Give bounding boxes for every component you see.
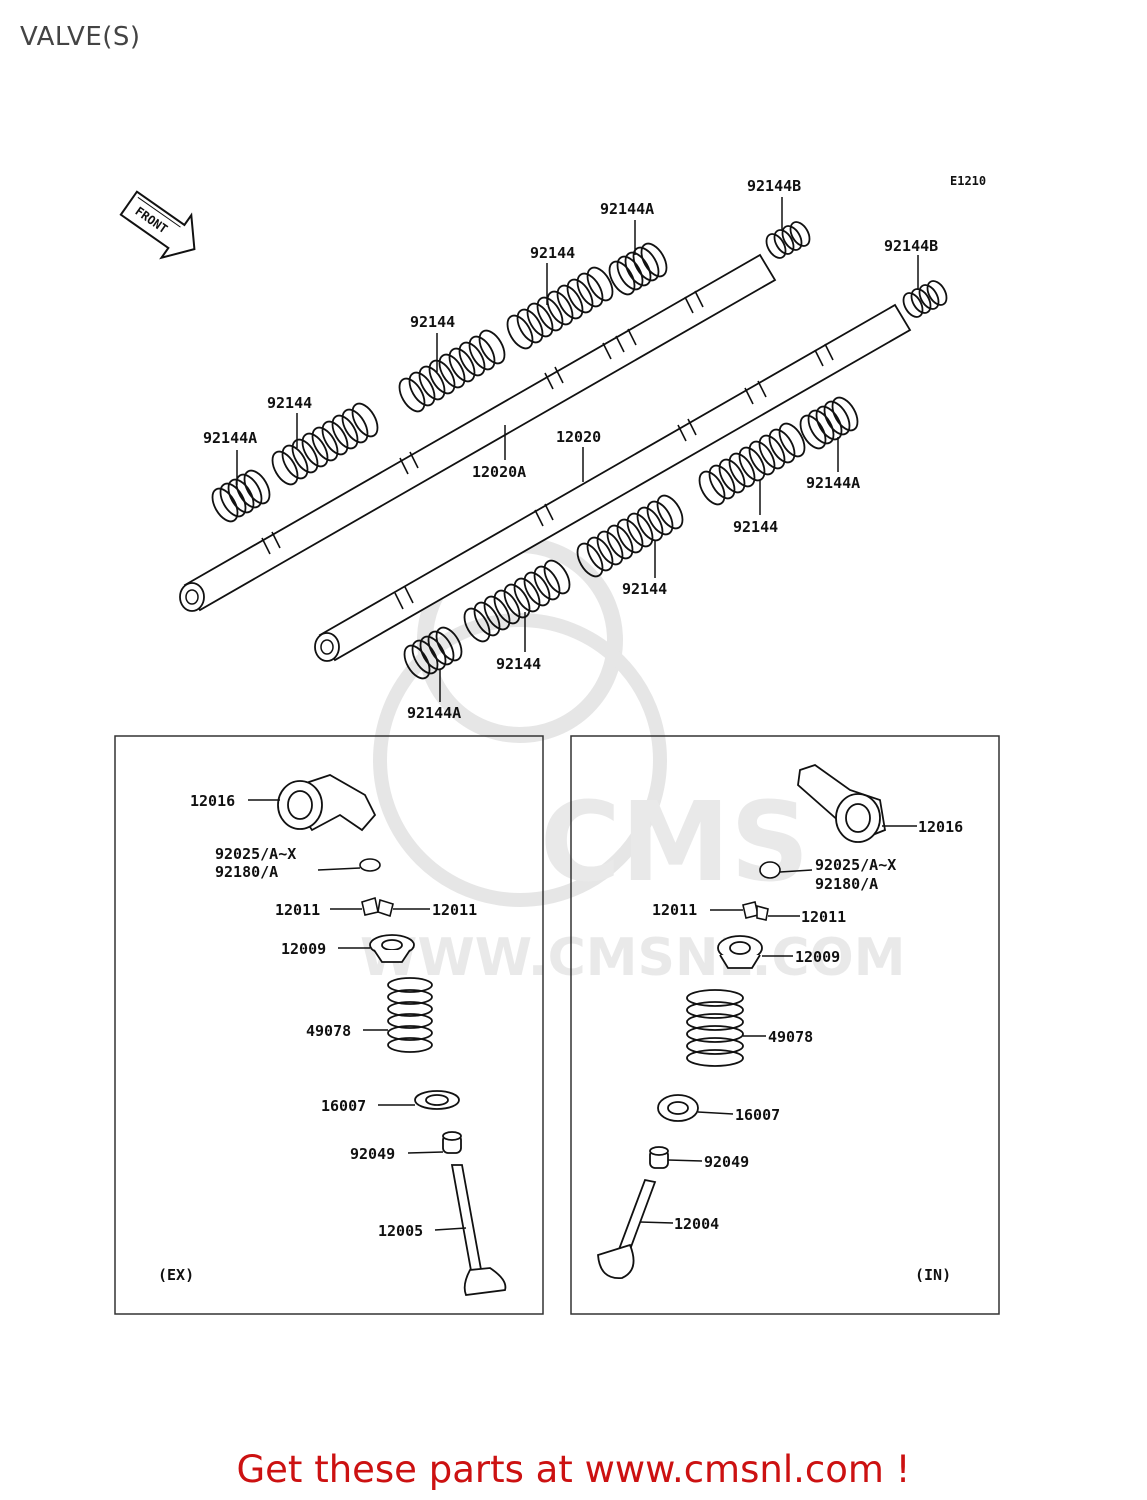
label-b2: 92144A (806, 474, 860, 492)
spring-a5 (608, 242, 668, 296)
label-a1: 92144A (203, 429, 257, 447)
spring-b3 (698, 422, 806, 506)
label-shaft-a: 12020A (472, 463, 526, 481)
figure-code: E1210 (950, 174, 986, 188)
label-a2: 92144 (267, 394, 312, 412)
in-retainer (717, 935, 763, 969)
ex-label-spring: 49078 (306, 1022, 351, 1040)
ex-shim (359, 858, 381, 872)
in-spring-seat (657, 1094, 699, 1122)
in-label-spring: 49078 (768, 1028, 813, 1046)
in-label-shim2: 92180/A (815, 875, 878, 893)
ex-rocker-arm (277, 774, 377, 832)
label-b4: 92144 (622, 580, 667, 598)
in-label-seal: 92049 (704, 1153, 749, 1171)
page-title: VALVE(S) (20, 22, 141, 52)
spring-a1 (211, 469, 271, 523)
spring-b5 (463, 559, 571, 643)
in-label-cotter-r: 12011 (801, 908, 846, 926)
in-panel: 12016 92025/A~X 92180/A 12011 12011 1200… (570, 735, 1000, 1315)
in-label-shim1: 92025/A~X (815, 856, 896, 874)
spring-a4 (506, 266, 614, 350)
ex-label-shim2: 92180/A (215, 863, 278, 881)
ex-label-seal: 92049 (350, 1145, 395, 1163)
valve-parts-diagram: CMS WWW.CMSNL.COM E1210 FRONT (114, 174, 1000, 1315)
label-a4: 92144 (530, 244, 575, 262)
ex-valve-spring (387, 977, 433, 1053)
label-b1: 92144B (884, 237, 938, 255)
in-label-retainer: 12009 (795, 948, 840, 966)
ex-valve (450, 1164, 507, 1296)
spring-b2 (799, 396, 859, 450)
label-b3: 92144 (733, 518, 778, 536)
in-valve-spring (686, 989, 744, 1067)
footer-link[interactable]: Get these parts at www.cmsnl.com ! (236, 1448, 911, 1491)
ex-stem-seal (442, 1131, 462, 1154)
camshaft-b (314, 303, 912, 662)
leader-lines-top (236, 197, 919, 702)
in-label-cotter-l: 12011 (652, 901, 697, 919)
spring-b6 (403, 626, 463, 680)
ex-label-rocker: 12016 (190, 792, 235, 810)
spring-a3 (398, 329, 506, 413)
label-b5: 92144 (496, 655, 541, 673)
ex-cotters (361, 896, 394, 918)
spring-b1 (902, 280, 948, 318)
in-rocker-arm (797, 764, 887, 843)
ex-panel: 12016 92025/A~X 92180/A 12011 12011 1200… (114, 735, 544, 1315)
front-arrow-icon: FRONT (119, 190, 196, 260)
label-a6: 92144B (747, 177, 801, 195)
ex-tag: (EX) (158, 1266, 194, 1284)
label-a3: 92144 (410, 313, 455, 331)
ex-label-cotter-r: 12011 (432, 901, 477, 919)
ex-label-valve: 12005 (378, 1222, 423, 1240)
label-a5: 92144A (600, 200, 654, 218)
spring-a2 (271, 402, 379, 486)
label-shaft-b: 12020 (556, 428, 601, 446)
in-label-valve: 12004 (674, 1215, 719, 1233)
camshaft-a (179, 253, 777, 612)
ex-label-retainer: 12009 (281, 940, 326, 958)
in-shim (759, 861, 781, 879)
watermark: CMS WWW.CMSNL.COM (360, 537, 905, 988)
ex-label-shim1: 92025/A~X (215, 845, 296, 863)
in-valve (597, 1178, 657, 1279)
in-cotters (742, 901, 769, 921)
in-stem-seal (649, 1146, 669, 1169)
spring-b4 (576, 494, 684, 578)
in-label-seat: 16007 (735, 1106, 780, 1124)
ex-label-cotter-l: 12011 (275, 901, 320, 919)
spring-a6 (765, 221, 811, 259)
in-tag: (IN) (915, 1266, 951, 1284)
watermark-url: WWW.CMSNL.COM (360, 928, 905, 988)
in-label-rocker: 12016 (918, 818, 963, 836)
watermark-brand: CMS (540, 778, 809, 906)
ex-label-seat: 16007 (321, 1097, 366, 1115)
ex-retainer (369, 934, 415, 963)
label-b6: 92144A (407, 704, 461, 722)
ex-spring-seat (414, 1090, 460, 1110)
